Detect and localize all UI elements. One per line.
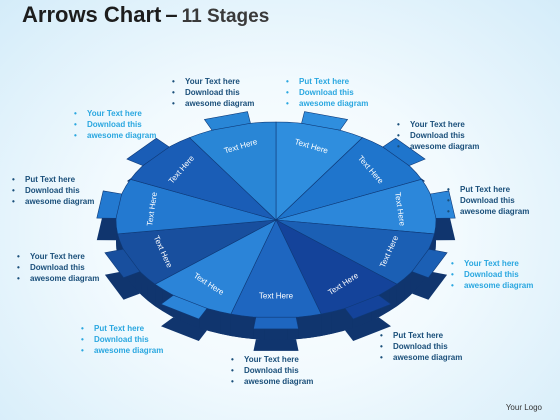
callout-8-line2: Download this (451, 269, 533, 280)
segment-tab-side-9 (96, 212, 122, 241)
callout-3-line1: Your Text here (74, 108, 156, 119)
callout-5-line2: Download this (12, 185, 94, 196)
callout-3-line2: Download this (74, 119, 156, 130)
segment-wall-6 (242, 315, 254, 339)
callout-9: Put Text hereDownload thisawesome diagra… (81, 323, 163, 356)
segment-tab-side-8 (104, 271, 140, 300)
callout-11: Your Text hereDownload thisawesome diagr… (231, 354, 313, 387)
callout-2-line3: awesome diagram (286, 98, 368, 109)
segment-tab-side-7 (161, 317, 207, 341)
callout-11-line1: Your Text here (231, 354, 313, 365)
segment-tab-5 (344, 294, 392, 320)
callout-9-line1: Put Text here (81, 323, 163, 334)
callout-4-line3: awesome diagram (397, 141, 479, 152)
callout-1-line3: awesome diagram (172, 98, 254, 109)
segment-label-6: Text Here (259, 292, 294, 301)
callout-9-line3: awesome diagram (81, 345, 163, 356)
logo-text: Your Logo (505, 403, 542, 412)
callout-8: Your Text hereDownload thisawesome diagr… (451, 258, 533, 291)
segment-tab-side-6 (253, 339, 299, 351)
segment-tab-1 (301, 111, 349, 131)
callout-1-line1: Your Text here (172, 76, 254, 87)
segment-wall-5 (331, 309, 343, 334)
segment-tab-6 (253, 316, 299, 330)
segment-wall-5 (321, 311, 332, 336)
callout-6-line2: Download this (447, 195, 529, 206)
callout-7-line1: Your Text here (17, 251, 99, 262)
segment-wall-7 (220, 311, 231, 336)
callout-11-line2: Download this (231, 365, 313, 376)
callout-8-line3: awesome diagram (451, 280, 533, 291)
callout-10: Put Text hereDownload thisawesome diagra… (380, 330, 462, 363)
callout-2-line1: Put Text here (286, 76, 368, 87)
callout-5: Put Text hereDownload thisawesome diagra… (12, 174, 94, 207)
segment-tab-side-3 (430, 212, 456, 241)
callout-5-line1: Put Text here (12, 174, 94, 185)
callout-3-line3: awesome diagram (74, 130, 156, 141)
callout-2-line2: Download this (286, 87, 368, 98)
callout-9-line2: Download this (81, 334, 163, 345)
callout-4-line2: Download this (397, 130, 479, 141)
callout-2: Put Text hereDownload thisawesome diagra… (286, 76, 368, 109)
segment-tab-7 (160, 294, 208, 320)
segment-wall-6 (230, 314, 242, 338)
segment-wall-4 (410, 267, 417, 295)
callout-6-line1: Put Text here (447, 184, 529, 195)
segment-wall-5 (389, 284, 397, 312)
diagram-segments (96, 111, 456, 330)
callout-4-line1: Your Text here (397, 119, 479, 130)
title-stages: 11 Stages (181, 6, 270, 27)
callout-7-line3: awesome diagram (17, 273, 99, 284)
segment-wall-6 (298, 315, 310, 339)
segment-tab-8 (104, 248, 141, 279)
callout-8-line1: Your Text here (451, 258, 533, 269)
segment-tab-side-5 (345, 317, 391, 341)
title-dash: – (165, 2, 178, 27)
segment-wall-4 (404, 273, 411, 301)
callout-3: Your Text hereDownload thisawesome diagr… (74, 108, 156, 141)
segment-wall-6 (310, 314, 322, 338)
segment-wall-7 (209, 309, 221, 334)
callout-10-line3: awesome diagram (380, 352, 462, 363)
callout-6-line3: awesome diagram (447, 206, 529, 217)
callout-7-line2: Download this (17, 262, 99, 273)
title-main: Arrows Chart (22, 2, 162, 27)
segment-tab-side-4 (412, 271, 448, 300)
segment-tab-11 (203, 111, 251, 131)
segment-tab-9 (96, 190, 123, 219)
segment-wall-3 (434, 227, 436, 256)
chart-title: Arrows Chart–11 Stages (22, 2, 269, 28)
callout-1: Your Text hereDownload thisawesome diagr… (172, 76, 254, 109)
callout-6: Put Text hereDownload thisawesome diagra… (447, 184, 529, 217)
segment-wall-7 (155, 284, 163, 312)
segment-tab-4 (411, 248, 448, 279)
segment-wall-4 (396, 278, 405, 307)
callout-10-line1: Put Text here (380, 330, 462, 341)
segment-wall-8 (135, 267, 142, 295)
segment-wall-8 (147, 278, 156, 307)
callout-10-line2: Download this (380, 341, 462, 352)
callout-1-line2: Download this (172, 87, 254, 98)
callout-7: Your Text hereDownload thisawesome diagr… (17, 251, 99, 284)
callout-11-line3: awesome diagram (231, 376, 313, 387)
segment-wall-9 (116, 227, 118, 256)
callout-5-line3: awesome diagram (12, 196, 94, 207)
segment-wall-8 (141, 273, 148, 301)
callout-4: Your Text hereDownload thisawesome diagr… (397, 119, 479, 152)
